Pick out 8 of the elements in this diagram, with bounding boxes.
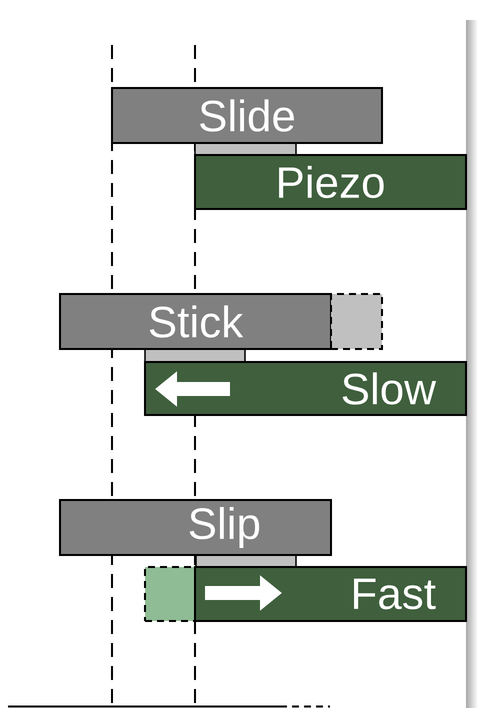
slider-block: Slide bbox=[111, 87, 383, 144]
piezo-block: Piezo bbox=[194, 154, 467, 210]
previous-position-box bbox=[330, 293, 383, 350]
previous-position-box bbox=[144, 566, 196, 622]
slider-block: Slip bbox=[59, 499, 332, 556]
slider-block: Stick bbox=[59, 293, 332, 350]
piezo-block: Fast bbox=[194, 566, 467, 622]
piezo-block: Slow bbox=[144, 361, 467, 416]
